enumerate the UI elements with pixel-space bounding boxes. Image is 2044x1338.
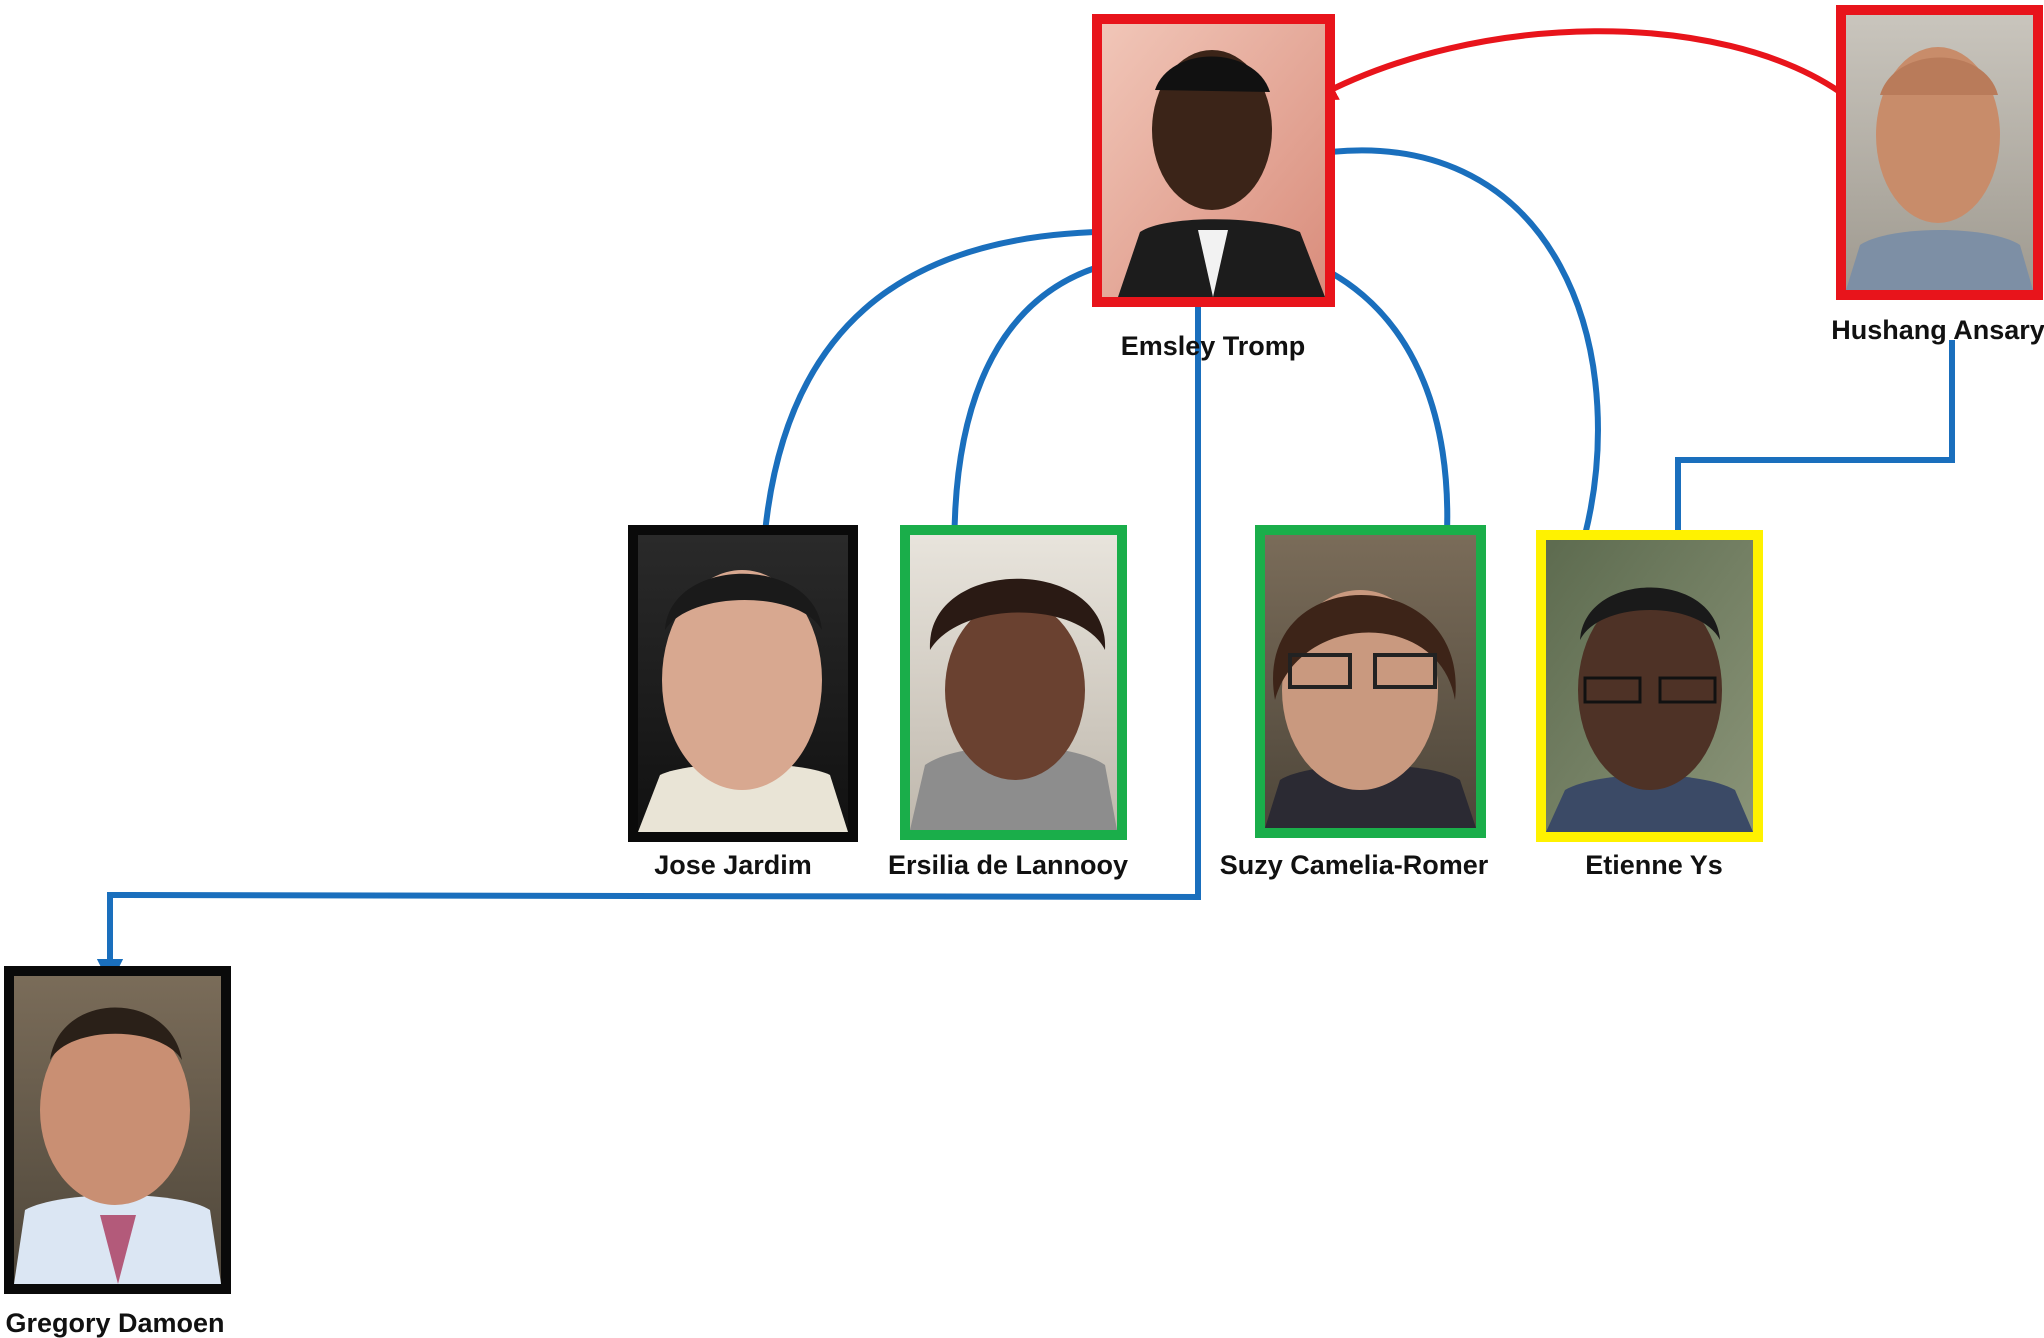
portrait-figure: [14, 1007, 221, 1284]
person-name: Hushang Ansary: [1831, 315, 2044, 345]
node-etienne-ys: Etienne Ys: [1536, 530, 1763, 880]
person-name: Emsley Tromp: [1121, 331, 1306, 361]
connector-tromp-to-damoen: [96, 258, 1201, 986]
portrait-figure: [638, 570, 848, 832]
person-name: Etienne Ys: [1585, 850, 1723, 880]
connector-tromp-to-delannooy: [940, 255, 1141, 581]
connectors: [96, 28, 1955, 986]
node-ersilia-de-lannooy: Ersilia de Lannooy: [888, 525, 1128, 880]
person-name: Gregory Damoen: [5, 1308, 224, 1338]
node-emsley-tromp: Emsley Tromp: [1092, 14, 1335, 361]
portrait-figure: [1546, 587, 1753, 832]
person-name: Jose Jardim: [654, 850, 812, 880]
portrait-figure: [910, 578, 1117, 830]
connector-tromp-to-jardim: [749, 228, 1143, 584]
portrait-figure: [1265, 590, 1476, 828]
connector-ansary-to-ys: [1664, 340, 1955, 566]
node-suzy-camelia-romer: Suzy Camelia-Romer: [1220, 525, 1489, 880]
person-name: Ersilia de Lannooy: [888, 850, 1128, 880]
node-hushang-ansary: Hushang Ansary: [1831, 5, 2044, 345]
portrait-figure: [1118, 50, 1325, 297]
portrait-figure: [1846, 47, 2033, 290]
node-jose-jardim: Jose Jardim: [628, 525, 858, 880]
node-gregory-damoen: Gregory Damoen: [4, 966, 231, 1338]
connector-tromp-to-ys: [1301, 147, 1601, 566]
connector-ansary-to-tromp: [1310, 28, 1842, 101]
person-name: Suzy Camelia-Romer: [1220, 850, 1489, 880]
